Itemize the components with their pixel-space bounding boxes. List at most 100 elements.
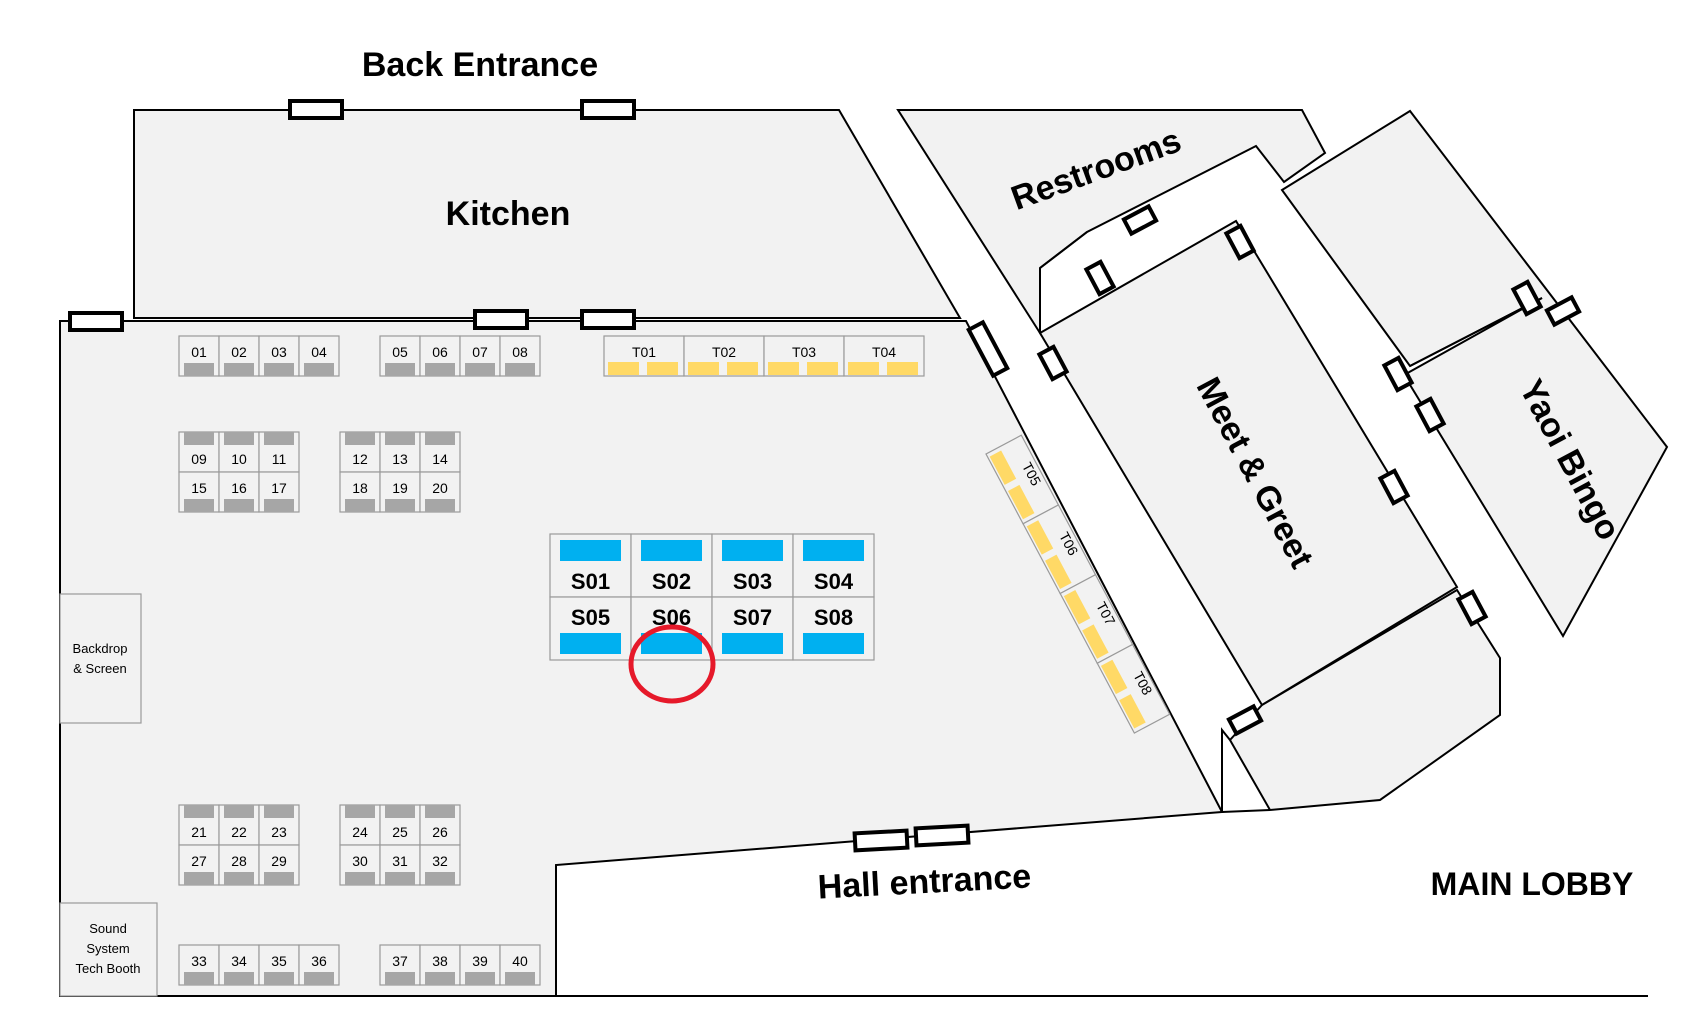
door-bingo-3[interactable]	[1544, 294, 1582, 328]
table-34[interactable]: 34	[218, 944, 260, 986]
back-entrance-label: Back Entrance	[362, 46, 598, 84]
table-32[interactable]: 32	[419, 844, 461, 886]
table-28[interactable]: 28	[218, 844, 260, 886]
chair-marker	[1082, 624, 1109, 659]
table-36[interactable]: 36	[298, 944, 340, 986]
highlight-circle	[628, 624, 716, 704]
table-25[interactable]: 25	[379, 804, 421, 846]
table-37[interactable]: 37	[379, 944, 421, 986]
table-11[interactable]: 11	[258, 431, 300, 473]
table-s08[interactable]: S08	[792, 596, 875, 661]
table-02[interactable]: 02	[218, 335, 260, 377]
table-01[interactable]: 01	[178, 335, 220, 377]
door-hall-entrance-1[interactable]	[852, 828, 910, 853]
table-t02[interactable]: T02	[683, 335, 765, 377]
table-27[interactable]: 27	[178, 844, 220, 886]
door-hall-entrance-2[interactable]	[913, 823, 971, 848]
door-bingo-2[interactable]	[1413, 396, 1447, 434]
table-t04[interactable]: T04	[843, 335, 925, 377]
door-kitchen-2[interactable]	[580, 309, 636, 330]
door-lower-room[interactable]	[1455, 589, 1489, 627]
chair-marker	[1007, 484, 1035, 520]
chair-marker	[560, 633, 621, 654]
table-31[interactable]: 31	[379, 844, 421, 886]
chair-marker	[385, 499, 415, 512]
door-meet-2[interactable]	[1223, 223, 1257, 261]
table-number: 01	[191, 344, 207, 360]
door-meet-3[interactable]	[1381, 355, 1415, 393]
table-s06[interactable]: S06	[630, 596, 713, 661]
table-number: 25	[392, 824, 408, 840]
table-s04[interactable]: S04	[792, 533, 875, 598]
table-35[interactable]: 35	[258, 944, 300, 986]
chair-marker	[304, 972, 334, 985]
table-t05[interactable]: T05	[985, 434, 1060, 525]
chair-marker	[465, 363, 495, 376]
table-number: 21	[191, 824, 207, 840]
door-bingo-1[interactable]	[1510, 279, 1544, 317]
table-23[interactable]: 23	[258, 804, 300, 846]
chair-marker	[264, 972, 294, 985]
door-hall-right[interactable]	[966, 319, 1010, 379]
table-15[interactable]: 15	[178, 471, 220, 513]
table-10[interactable]: 10	[218, 431, 260, 473]
table-33[interactable]: 33	[178, 944, 220, 986]
table-s02[interactable]: S02	[630, 533, 713, 598]
table-21[interactable]: 21	[178, 804, 220, 846]
table-t01[interactable]: T01	[603, 335, 685, 377]
table-03[interactable]: 03	[258, 335, 300, 377]
door-meet-1[interactable]	[1036, 344, 1070, 382]
table-number: 05	[392, 344, 408, 360]
chair-marker	[385, 432, 415, 445]
chair-marker	[184, 432, 214, 445]
table-22[interactable]: 22	[218, 804, 260, 846]
chair-marker	[385, 872, 415, 885]
table-19[interactable]: 19	[379, 471, 421, 513]
chair-marker	[224, 872, 254, 885]
chair-marker	[1100, 659, 1128, 695]
chair-marker	[184, 363, 214, 376]
sound-label-1: Sound	[89, 921, 127, 936]
table-number: 26	[432, 824, 448, 840]
table-s07[interactable]: S07	[711, 596, 794, 661]
table-s03[interactable]: S03	[711, 533, 794, 598]
table-04[interactable]: 04	[298, 335, 340, 377]
door-kitchen-1[interactable]	[473, 309, 529, 330]
table-07[interactable]: 07	[459, 335, 501, 377]
table-40[interactable]: 40	[499, 944, 541, 986]
table-26[interactable]: 26	[419, 804, 461, 846]
table-05[interactable]: 05	[379, 335, 421, 377]
table-t06[interactable]: T06	[1022, 504, 1097, 595]
door-back-2[interactable]	[580, 99, 636, 120]
table-13[interactable]: 13	[379, 431, 421, 473]
table-08[interactable]: 08	[499, 335, 541, 377]
table-17[interactable]: 17	[258, 471, 300, 513]
table-30[interactable]: 30	[339, 844, 381, 886]
table-16[interactable]: 16	[218, 471, 260, 513]
table-29[interactable]: 29	[258, 844, 300, 886]
door-meet-4[interactable]	[1377, 468, 1411, 506]
table-number: 11	[272, 451, 287, 467]
table-06[interactable]: 06	[419, 335, 461, 377]
table-t03[interactable]: T03	[763, 335, 845, 377]
table-39[interactable]: 39	[459, 944, 501, 986]
table-24[interactable]: 24	[339, 804, 381, 846]
table-12[interactable]: 12	[339, 431, 381, 473]
table-18[interactable]: 18	[339, 471, 381, 513]
table-38[interactable]: 38	[419, 944, 461, 986]
table-number: 02	[231, 344, 247, 360]
door-hall-left[interactable]	[68, 311, 124, 332]
door-restroom-1[interactable]	[1121, 203, 1159, 237]
bingo-divider	[1409, 297, 1543, 367]
door-back-1[interactable]	[288, 99, 344, 120]
door-corridor[interactable]	[1226, 703, 1264, 737]
table-14[interactable]: 14	[419, 431, 461, 473]
table-number: S02	[652, 569, 691, 594]
table-s01[interactable]: S01	[549, 533, 632, 598]
table-t08[interactable]: T08	[1096, 643, 1171, 734]
table-s05[interactable]: S05	[549, 596, 632, 661]
table-20[interactable]: 20	[419, 471, 461, 513]
table-09[interactable]: 09	[178, 431, 220, 473]
door-restroom-2[interactable]	[1083, 259, 1117, 297]
